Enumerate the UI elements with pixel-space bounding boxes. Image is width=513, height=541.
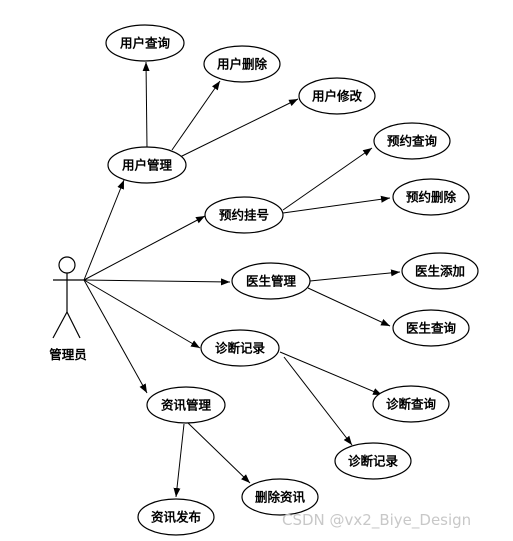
use-case-label: 诊断查询 <box>386 397 437 412</box>
edge-diagnosis-record <box>283 356 353 446</box>
use-case-label: 用户删除 <box>216 57 268 72</box>
use-case-doctor-mgmt: 医生管理 <box>231 262 311 300</box>
use-case-doctor-add: 医生添加 <box>401 252 479 290</box>
edge-user-mgmt-query <box>142 61 150 149</box>
use-case-label: 资讯发布 <box>151 510 202 525</box>
edge-actor-doctor-mgmt <box>83 278 231 286</box>
actor-head <box>58 256 76 274</box>
use-case-doctor-query: 医生查询 <box>392 309 470 347</box>
use-case-label: 删除资讯 <box>255 490 306 505</box>
edge-doctor-mgmt-add <box>309 269 401 282</box>
use-cases: 用户查询 用户删除 用户修改 用户管理 预约查询 预约删除 预约挂号 医生管理 <box>105 24 479 536</box>
use-case-appointment: 预约挂号 <box>204 196 284 234</box>
actor-right-leg <box>66 311 81 339</box>
actor-label: 管理员 <box>49 347 87 362</box>
use-case-diag-query: 诊断查询 <box>372 385 450 423</box>
use-case-label: 诊断记录 <box>215 341 266 356</box>
edge-user-mgmt-delete <box>171 80 221 151</box>
use-case-diag-record: 诊断记录 <box>334 442 412 480</box>
use-case-label: 诊断记录 <box>348 454 399 469</box>
edge-appointment-delete <box>282 195 391 214</box>
use-case-appt-query: 预约查询 <box>373 122 451 160</box>
watermark: CSDN @vx2_Biye_Design <box>282 511 472 529</box>
use-case-appt-delete: 预约删除 <box>392 178 470 216</box>
edge-doctor-mgmt-query <box>307 287 391 327</box>
use-case-news-mgmt: 资讯管理 <box>146 386 226 424</box>
use-case-diagnosis: 诊断记录 <box>200 329 280 367</box>
use-case-label: 医生查询 <box>406 321 457 336</box>
edge-diagnosis-query <box>279 351 383 396</box>
use-case-label: 医生添加 <box>415 264 465 279</box>
edge-news-mgmt-delete <box>187 422 251 484</box>
use-case-user-query: 用户查询 <box>105 24 185 62</box>
actor-left-leg <box>52 311 68 339</box>
edge-actor-user-mgmt <box>83 179 125 281</box>
use-case-label: 医生管理 <box>246 274 297 289</box>
use-case-label: 预约挂号 <box>219 208 269 223</box>
edge-actor-diagnosis <box>83 279 201 349</box>
use-case-label: 用户修改 <box>311 89 363 104</box>
use-case-user-mgmt: 用户管理 <box>107 146 187 184</box>
use-case-user-edit: 用户修改 <box>298 77 376 115</box>
edge-news-mgmt-publish <box>173 423 185 498</box>
use-case-news-publish: 资讯发布 <box>137 498 215 536</box>
edge-user-mgmt-edit <box>177 98 299 159</box>
use-case-label: 预约删除 <box>406 190 457 205</box>
use-case-label: 预约查询 <box>387 134 438 149</box>
use-case-label: 用户管理 <box>121 158 173 173</box>
edge-actor-news-mgmt <box>83 279 148 394</box>
edge-appointment-query <box>282 147 373 211</box>
association-arrows <box>83 61 401 498</box>
use-case-user-delete: 用户删除 <box>203 45 281 83</box>
use-case-label: 资讯管理 <box>161 398 212 413</box>
use-case-news-delete: 删除资讯 <box>241 478 319 516</box>
use-case-label: 用户查询 <box>119 36 171 51</box>
actor-admin: 管理员 <box>49 256 87 362</box>
edge-actor-appointment <box>83 215 206 281</box>
